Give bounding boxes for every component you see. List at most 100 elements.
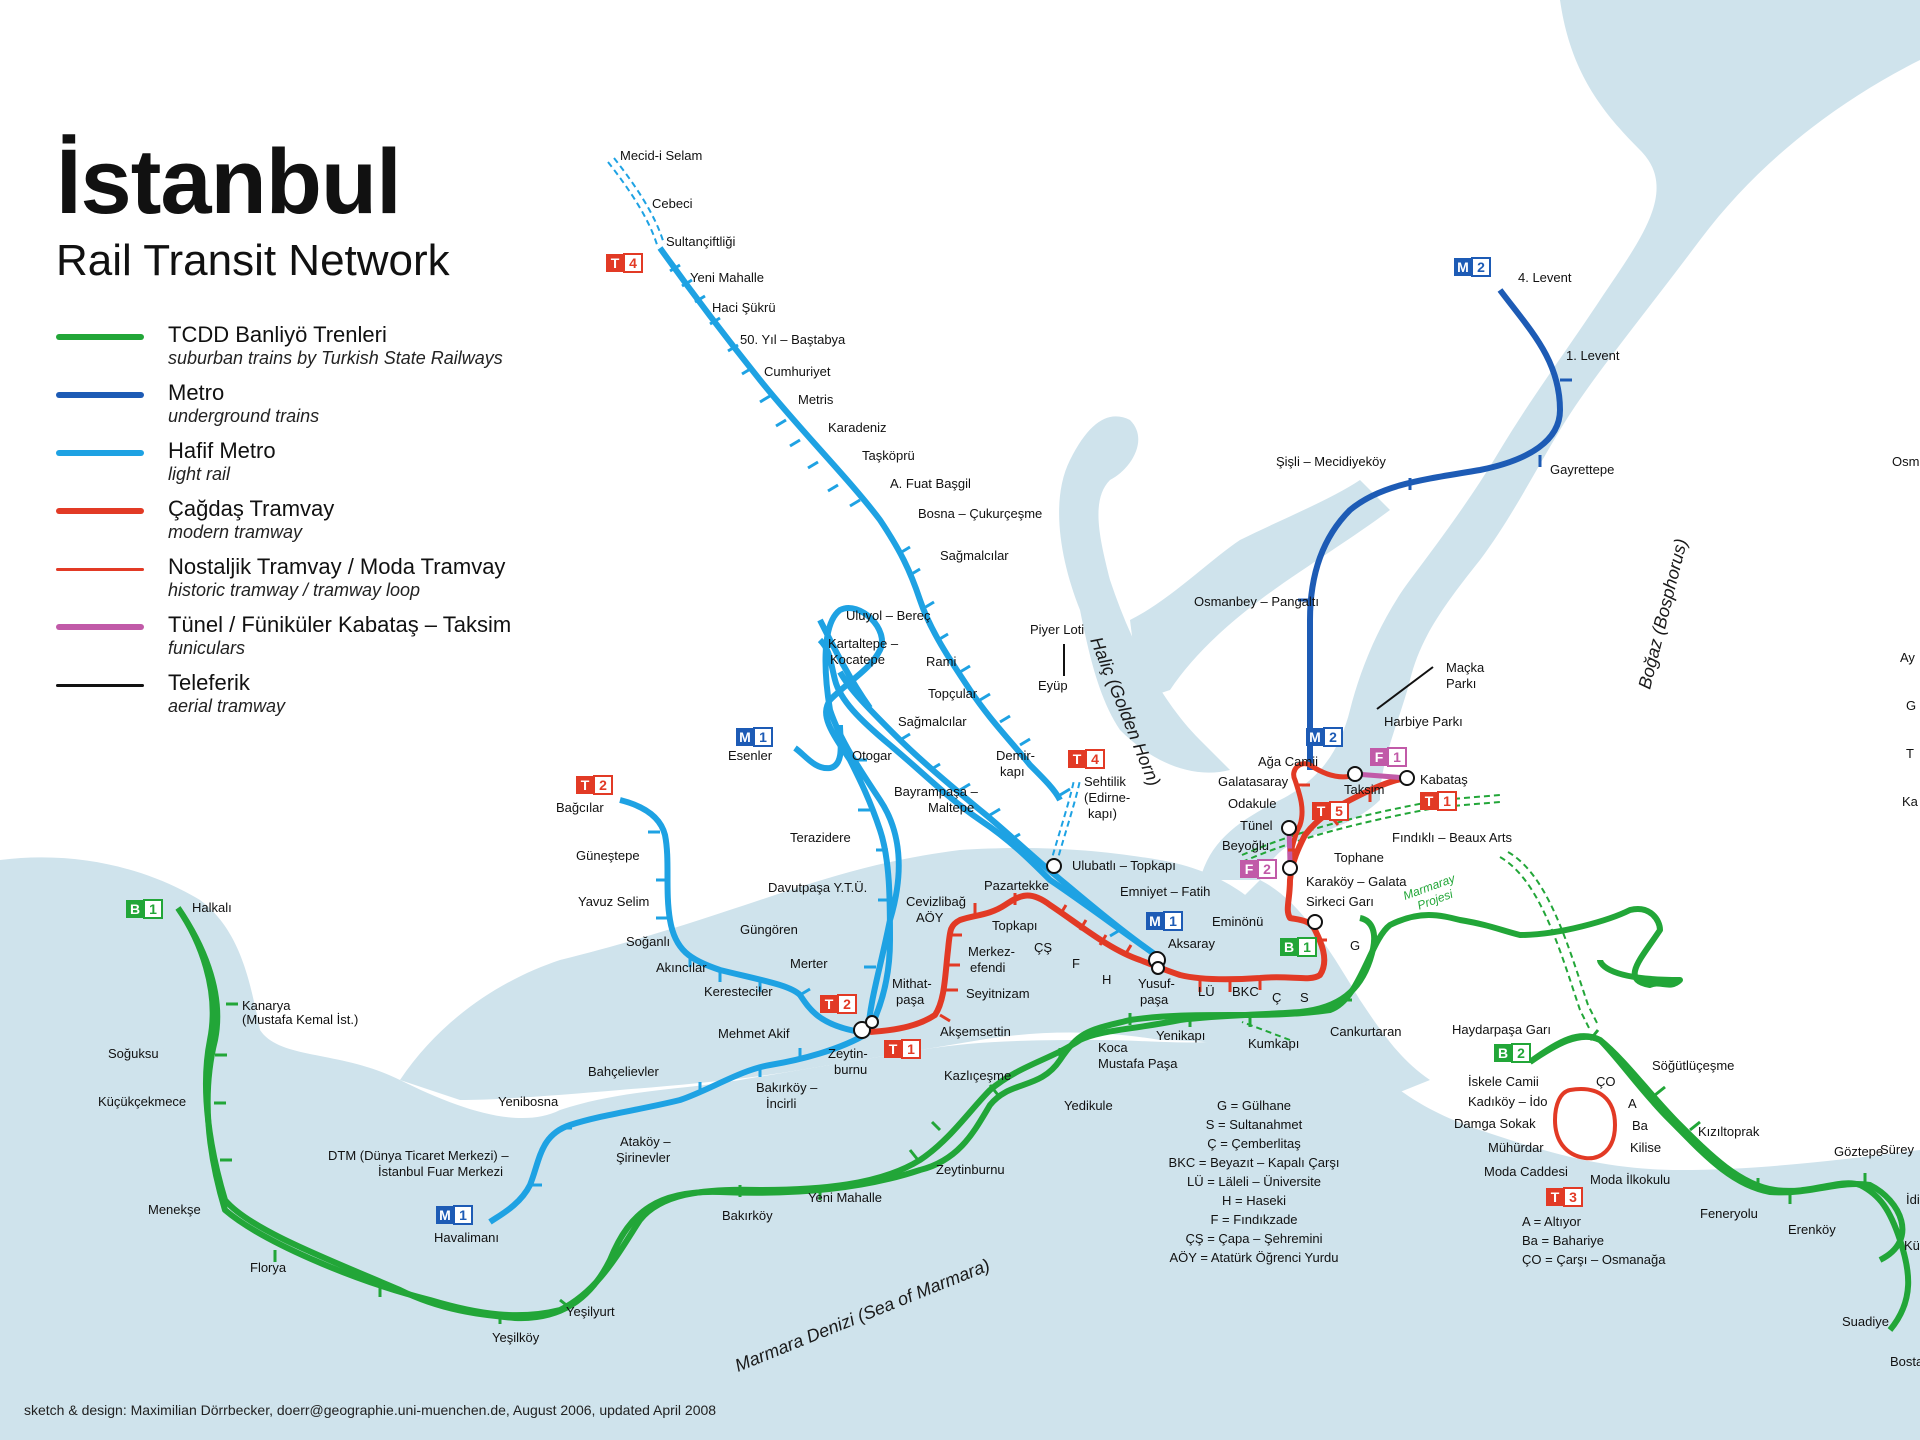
abbr-t1-entry: Ç = Çemberlitaş — [1207, 1136, 1301, 1151]
station-label-kocatepe1: Kartaltepe – — [828, 636, 899, 651]
station-label-erenkoy: Erenköy — [1788, 1222, 1836, 1237]
legend-desc: light rail — [168, 464, 231, 484]
station-label-rami: Rami — [926, 654, 956, 669]
station-label-cankurtaran: Cankurtaran — [1330, 1024, 1402, 1039]
station-label-haci: Haci Şükrü — [712, 300, 776, 315]
station-label-agacamii: Ağa Camii — [1258, 754, 1318, 769]
badge-number-box — [1387, 747, 1407, 767]
t4-dashed-north-1 — [607, 161, 659, 249]
station-label-surey: Sürey — [1880, 1142, 1914, 1157]
legend-desc: underground trains — [168, 406, 320, 426]
abbr-t1-entry: H = Haseki — [1222, 1193, 1286, 1208]
station-label-koca2: Mustafa Paşa — [1098, 1056, 1178, 1071]
station-label-bayrampasa1: Bayrampaşa – — [894, 784, 979, 799]
station-label-zeytinburnu_b: Zeytinburnu — [936, 1162, 1005, 1177]
station-label-muhurdar: Mühürdar — [1488, 1140, 1544, 1155]
station-label-keresteciler: Keresteciler — [704, 984, 773, 999]
badge-number: 4 — [1091, 751, 1099, 767]
station-label-kadikoy: Kadıköy – İdo — [1468, 1094, 1548, 1109]
station-label-merkezefendi2: efendi — [970, 960, 1006, 975]
station-label-ay: Ay — [1900, 650, 1915, 665]
station-label-yenimahalle_t4: Yeni Mahalle — [690, 270, 764, 285]
station-label-cumhuriyet: Cumhuriyet — [764, 364, 831, 379]
station-label-bahcelievler: Bahçelievler — [588, 1064, 659, 1079]
badge-number: 1 — [759, 729, 767, 745]
badge-number: 2 — [1263, 861, 1271, 877]
station-label-ka: Ka — [1902, 794, 1919, 809]
b2-line-east — [1528, 1033, 1912, 1332]
station-label-modailk: Moda İlkokulu — [1590, 1172, 1670, 1187]
badge-letter: B — [1498, 1045, 1508, 1061]
badge-letter: T — [611, 255, 620, 271]
station-label-sehitlik2: (Edirne- — [1084, 790, 1130, 805]
badge-number-box — [143, 899, 163, 919]
station-label-a: A — [1628, 1096, 1637, 1111]
station-label-zeytinburnu2: burnu — [834, 1062, 867, 1077]
station-label-demirkapi2: kapı — [1000, 764, 1025, 779]
station-label-kanarya: Kanarya — [242, 998, 291, 1013]
badge-letter: M — [439, 1207, 451, 1223]
station-label-h: H — [1102, 972, 1111, 987]
badge-number: 2 — [843, 996, 851, 1012]
station-label-sisli: Şişli – Mecidiyeköy — [1276, 454, 1386, 469]
station-label-topkapi: Topkapı — [992, 918, 1038, 933]
station-label-iskele: İskele Camii — [1468, 1074, 1539, 1089]
kadikoy-bay — [1240, 880, 1430, 1100]
legend-name: TCDD Banliyö Trenleri — [168, 322, 387, 347]
abbr-t3-entry: A = Altıyor — [1522, 1214, 1582, 1229]
badge-letter-box — [1146, 912, 1164, 930]
station-label-harbiye: Harbiye Parkı — [1384, 714, 1463, 729]
station-label-levent1: 1. Levent — [1566, 348, 1620, 363]
station-label-topcular: Topçular — [928, 686, 978, 701]
t4-dashed-south-1 — [1049, 779, 1075, 866]
station-label-kazlicesme: Kazlıçeşme — [944, 1068, 1011, 1083]
badge-number: 1 — [1303, 939, 1311, 955]
station-label-t: T — [1906, 746, 1914, 761]
station-label-eyup: Eyüp — [1038, 678, 1068, 693]
interchanges — [853, 766, 1415, 1039]
badge-number: 5 — [1335, 803, 1343, 819]
interchange-ulubatli — [1046, 858, 1062, 874]
station-label-kabatas: Kabataş — [1420, 772, 1468, 787]
station-label-macka2: Parkı — [1446, 676, 1476, 691]
map-title: İstanbul — [56, 131, 402, 233]
station-label-yenibosna: Yenibosna — [498, 1094, 559, 1109]
station-label-yusufpasa1: Yusuf- — [1138, 976, 1175, 991]
badge-letter-box — [126, 900, 144, 918]
station-label-yesilkoy: Yeşilköy — [492, 1330, 540, 1345]
station-label-osmanbey: Osmanbey – Pangaltı — [1194, 594, 1319, 609]
abbr-table-t1: G = Gülhane S = Sultanahmet Ç = Çemberlita… — [1169, 1098, 1340, 1265]
badge-number: 2 — [1329, 729, 1337, 745]
station-label-sogutlucesme: Söğütlüçeşme — [1652, 1058, 1734, 1073]
abbr-t1-entry: G = Gülhane — [1217, 1098, 1291, 1113]
legend-name: Tünel / Füniküler Kabataş – Taksim — [168, 612, 512, 637]
legend-panel: İstanbul Rail Transit Network TCDD Banli… — [56, 136, 616, 728]
badge-number-box — [1085, 749, 1105, 769]
legend-desc: aerial tramway — [168, 696, 286, 716]
station-label-gl: G — [1350, 938, 1360, 953]
station-label-piyerloti: Piyer Loti — [1030, 622, 1084, 637]
legend-name: Hafif Metro — [168, 438, 276, 463]
badge-letter: T — [1551, 1189, 1560, 1205]
abbr-t1-entry: LÜ = Läleli – Üniversite — [1187, 1174, 1321, 1189]
legend-swatch — [56, 450, 144, 456]
badge-number: 1 — [1393, 749, 1401, 765]
station-label-bosta: Bosta — [1890, 1354, 1920, 1369]
station-label-galatasaray: Galatasaray — [1218, 774, 1289, 789]
badge-letter-box — [1280, 938, 1298, 956]
credit-line: sketch & design: Maximilian Dörrbecker, … — [24, 1402, 717, 1418]
badge-number-box — [453, 1205, 473, 1225]
badge-number: 1 — [1443, 793, 1451, 809]
station-label-terazidere: Terazidere — [790, 830, 851, 845]
station-label-feneryolu: Feneryolu — [1700, 1206, 1758, 1221]
badge-number-box — [1329, 801, 1349, 821]
abbr-t1-entry: S = Sultanahmet — [1206, 1117, 1303, 1132]
station-label-karakoy: Karaköy – Galata — [1306, 874, 1407, 889]
station-label-sagmalcilar_m: Sağmalcılar — [898, 714, 967, 729]
